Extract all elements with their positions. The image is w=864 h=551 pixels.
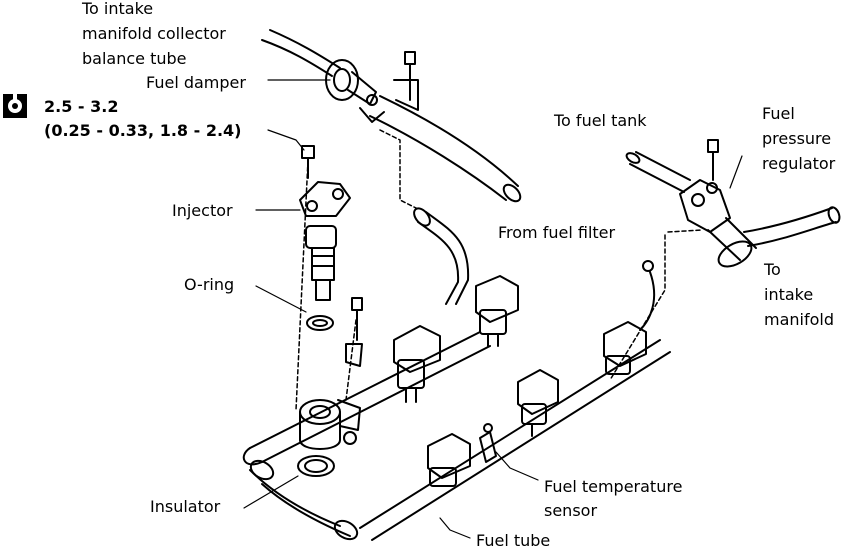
pressure-regulator-label-line3: regulator	[762, 154, 836, 173]
bolt-top	[393, 51, 419, 111]
torque-value-alt-label: (0.25 - 0.33, 1.8 - 2.4)	[44, 121, 242, 140]
bracket-bolt	[345, 297, 363, 367]
to-intake-manifold-label-line1: To	[764, 260, 781, 279]
rail-injector-1	[393, 325, 441, 403]
fuel-damper	[325, 59, 385, 123]
insulator-label: Insulator	[150, 497, 221, 516]
to-fuel-tank-label: To fuel tank	[554, 111, 647, 130]
pressure-regulator-label-line1: Fuel	[762, 104, 795, 123]
rail-injector-2	[475, 275, 519, 347]
to-intake-manifold-label-line2: intake	[764, 285, 814, 304]
temp-sensor-label-line2: sensor	[544, 501, 598, 520]
injector-label: Injector	[172, 201, 233, 220]
fuel-temperature-sensor	[479, 423, 497, 463]
torque-value-label: 2.5 - 3.2	[44, 97, 119, 116]
pressure-regulator-label-line2: pressure	[762, 129, 832, 148]
o-ring-label: O-ring	[184, 275, 235, 294]
o-ring	[306, 315, 334, 331]
injector-body	[305, 225, 337, 301]
intake-manifold-hose	[743, 206, 841, 247]
intake-collector-label-line3: balance tube	[82, 49, 187, 68]
rail-injector-4	[427, 433, 471, 487]
injector-seat	[299, 399, 361, 450]
fuel-rail	[242, 331, 671, 541]
pressure-regulator	[625, 139, 757, 268]
temp-sensor-label-line1: Fuel temperature	[544, 477, 683, 496]
sensor-wire	[639, 260, 656, 331]
intake-collector-label-line1: To intake	[82, 0, 154, 18]
torque-wrench-icon	[3, 94, 27, 118]
rail-injector-5	[603, 321, 647, 375]
leader-lines	[243, 79, 743, 539]
injector-bolt	[301, 145, 315, 179]
fuel-damper-label: Fuel damper	[146, 73, 246, 92]
to-intake-manifold-label-line3: manifold	[764, 310, 834, 329]
balance-tube-hose	[261, 29, 341, 77]
injector-flange	[299, 181, 351, 217]
insulator	[297, 455, 335, 477]
fuel-tube-label: Fuel tube	[476, 531, 551, 550]
damper-hose	[369, 95, 522, 203]
dashed-lines	[295, 129, 703, 411]
from-fuel-filter-label: From fuel filter	[498, 223, 616, 242]
intake-collector-label-line2: manifold collector	[82, 24, 226, 43]
rail-injector-3	[517, 369, 559, 437]
feed-hose	[413, 207, 470, 305]
